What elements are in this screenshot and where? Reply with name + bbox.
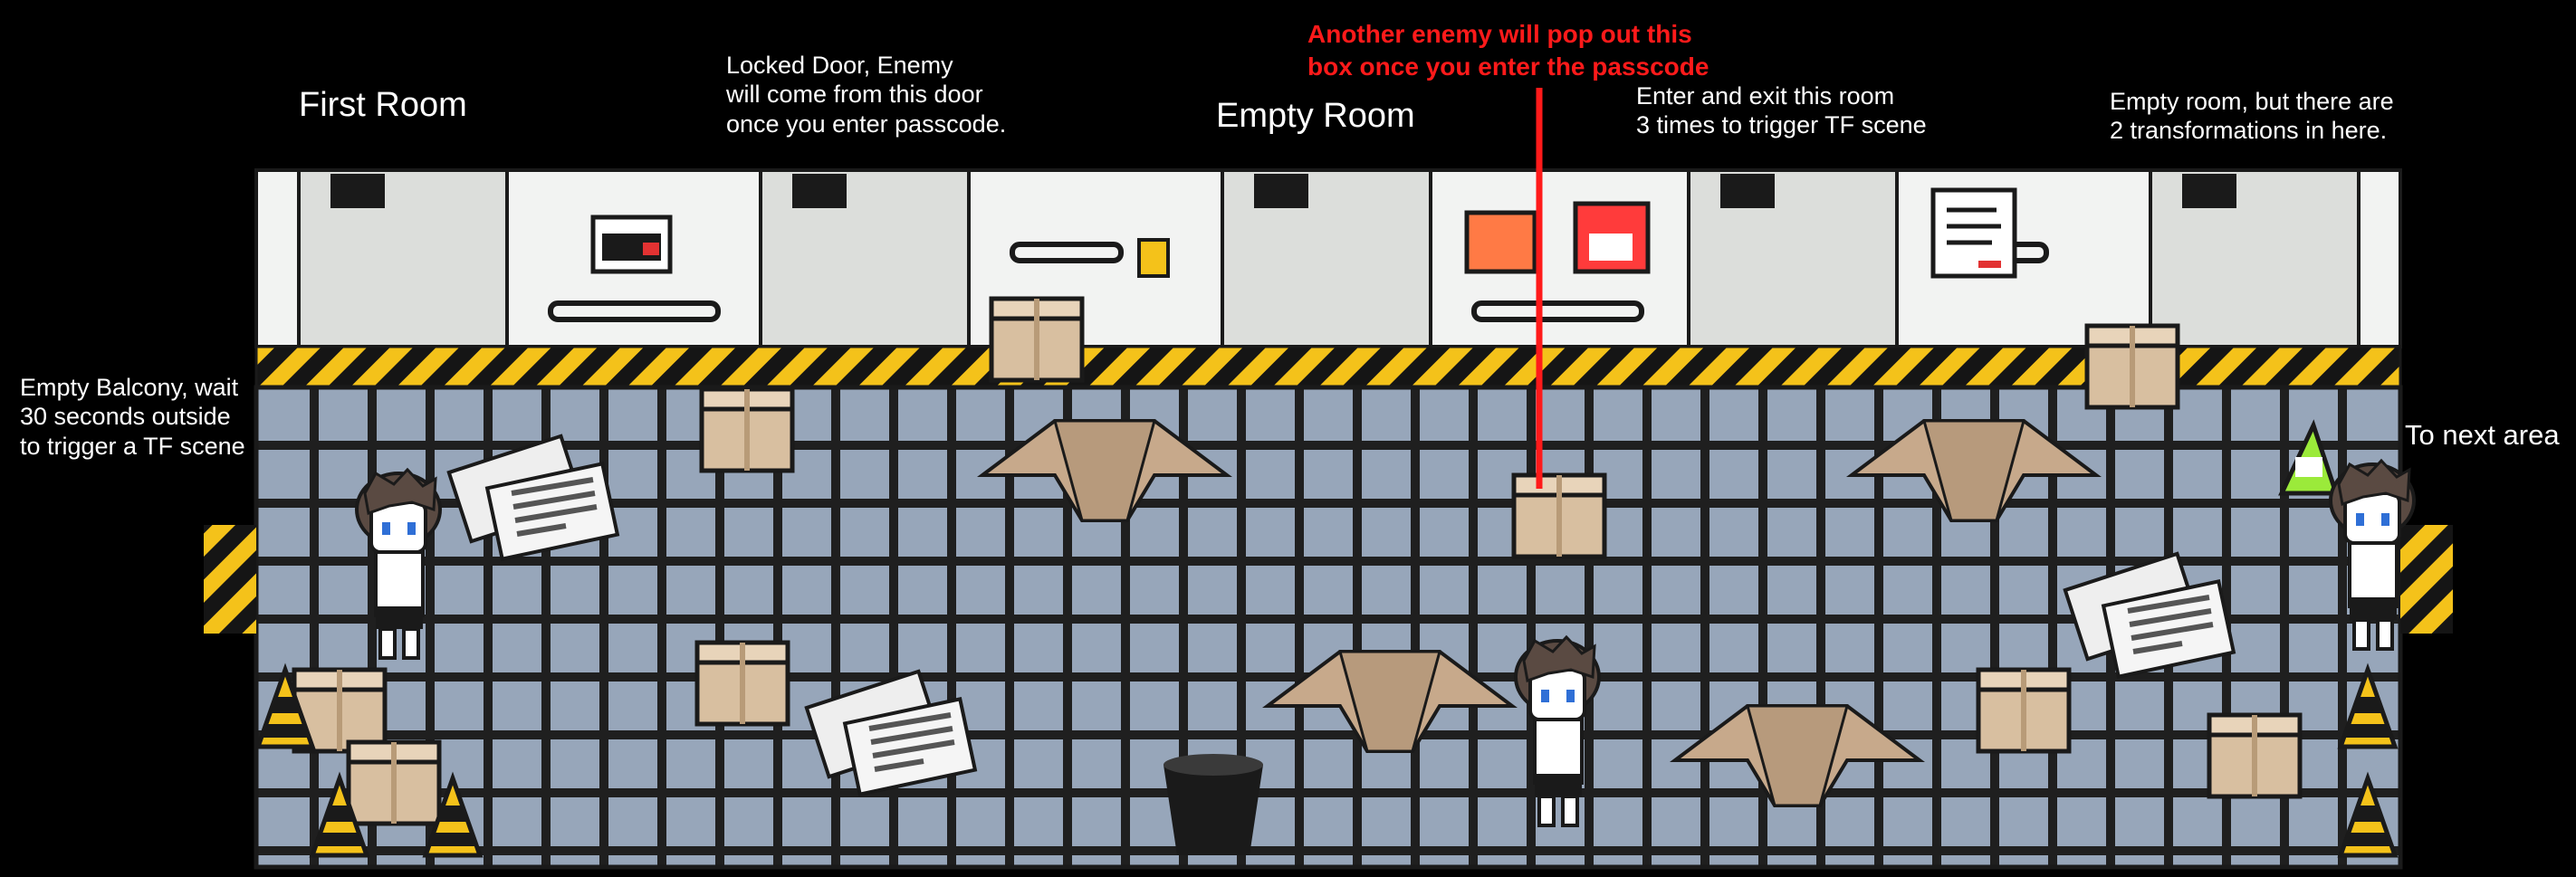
label-locked-door: Locked Door, Enemy will come from this d… (726, 52, 1007, 138)
document-poster-icon (1930, 187, 2017, 279)
crate (991, 299, 1082, 380)
label-enter-exit: Enter and exit this room 3 times to trig… (1636, 82, 1927, 139)
exit-arrow-icon[interactable] (2278, 419, 2340, 496)
trash-bin (1164, 754, 1263, 855)
label-two-transformations: Empty room, but there are 2 transformati… (2110, 88, 2394, 145)
crate (697, 643, 788, 724)
back-wall (254, 168, 2402, 348)
label-empty-room: Empty Room (1216, 97, 1415, 135)
label-empty-balcony: Empty Balcony, wait 30 seconds outside t… (20, 374, 245, 460)
floppy-disk-icon (1464, 201, 1651, 274)
hazard-strip (254, 345, 2402, 389)
crate (2087, 326, 2178, 407)
label-box-enemy: Another enemy will pop out this box once… (1307, 20, 1709, 81)
label-next-area: To next area (2405, 419, 2560, 451)
crate (1978, 670, 2069, 751)
crate (702, 389, 792, 471)
notice-icon (1137, 238, 1170, 278)
enemy-box[interactable] (1514, 475, 1604, 557)
balcony-hazard-left (204, 525, 256, 634)
balcony-hazard-right (2400, 525, 2453, 634)
keypad-icon[interactable] (590, 214, 673, 274)
label-first-room: First Room (299, 86, 467, 124)
crate (349, 742, 439, 824)
crate (2209, 715, 2300, 796)
